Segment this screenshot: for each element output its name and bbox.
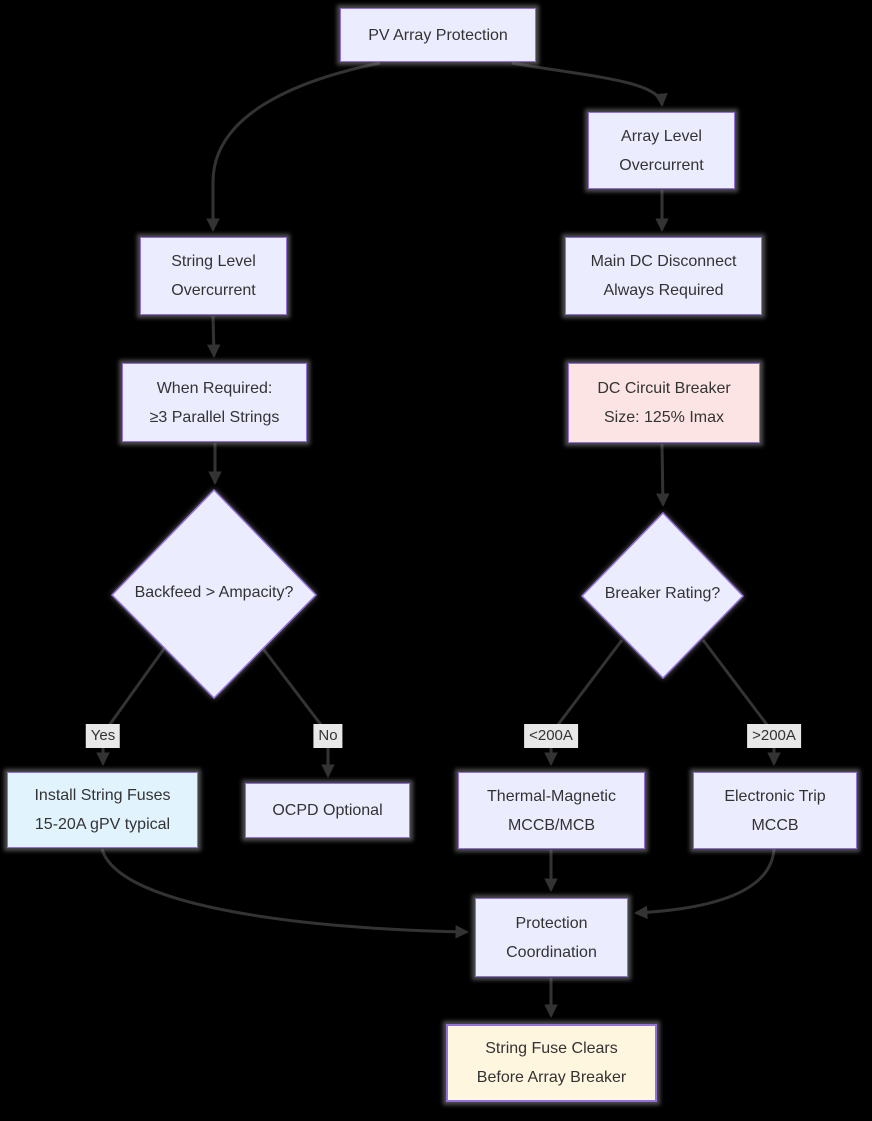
edge-label-no: No (313, 724, 343, 748)
node-dc-circuit-breaker: DC Circuit Breaker Size: 125% Imax (568, 363, 760, 443)
node-label-line2: ≥3 Parallel Strings (149, 408, 280, 426)
edge-backfeed-no-to-ocpd (259, 645, 335, 779)
edge-label-over-200a: >200A (747, 724, 801, 748)
node-label-line2: Size: 125% Imax (603, 409, 725, 426)
node-thermal-magnetic-mccb: Thermal-Magnetic MCCB/MCB (458, 772, 645, 849)
node-label-line1: String Fuse Clears (485, 1040, 618, 1057)
node-array-level-overcurrent: Array Level Overcurrent (588, 112, 735, 189)
node-main-dc-disconnect: Main DC Disconnect Always Required (565, 237, 762, 315)
node-label-line2: Overcurrent (619, 156, 704, 174)
node-electronic-trip-mccb: Electronic Trip MCCB (693, 772, 857, 849)
node-ocpd-optional: OCPD Optional (245, 783, 410, 838)
node-label-line2: 15-20A gPV typical (34, 816, 171, 833)
node-label-line2: MCCB (751, 816, 799, 834)
node-label-line1: Array Level (621, 127, 702, 145)
decision-text: Breaker Rating? (604, 585, 721, 602)
decision-backfeed-ampacity (110, 488, 318, 700)
edge-root-to-string-level (206, 61, 381, 233)
edge-electronic-to-coordination (633, 848, 776, 920)
node-label: OCPD Optional (272, 802, 383, 819)
node-label-line2: MCCB/MCB (507, 816, 596, 834)
node-when-required-parallel-strings: When Required: ≥3 Parallel Strings (122, 363, 307, 442)
node-label-line1: Electronic Trip (724, 787, 826, 805)
node-label-line1: String Level (171, 253, 256, 270)
decision-breaker-rating (580, 511, 745, 680)
node-label-line2: Always Required (603, 282, 724, 299)
node-label-line1: Main DC Disconnect (590, 253, 737, 270)
edge-string-level-to-when-required (206, 315, 221, 359)
node-label-line1: When Required: (156, 379, 273, 397)
node-label-line2: Coordination (506, 943, 597, 961)
node-label-line2: Overcurrent (171, 282, 256, 299)
node-label-line1: DC Circuit Breaker (597, 380, 731, 397)
edge-label-under-200a: <200A (524, 724, 578, 748)
node-pv-array-protection: PV Array Protection (340, 8, 536, 62)
decision-text: Backfeed > Ampacity? (134, 584, 294, 601)
node-string-fuse-clears-first: String Fuse Clears Before Array Breaker (446, 1024, 657, 1102)
node-string-level-overcurrent: String Level Overcurrent (140, 237, 287, 315)
decision-label-breaker-rating: Breaker Rating? (572, 585, 753, 603)
node-label-line1: Protection (515, 914, 588, 932)
edge-label-yes: Yes (85, 724, 121, 748)
edge-dc-breaker-to-breaker-decision (656, 443, 670, 508)
node-label: PV Array Protection (368, 26, 508, 44)
node-label-line1: Install String Fuses (34, 787, 171, 804)
node-protection-coordination: Protection Coordination (475, 898, 628, 977)
edge-install-fuses-to-coordination (100, 848, 470, 939)
node-label-line2: Before Array Breaker (476, 1069, 627, 1086)
node-label-line1: Thermal-Magnetic (487, 787, 616, 805)
edge-root-to-array-level (511, 61, 668, 108)
decision-label-backfeed-ampacity: Backfeed > Ampacity? (114, 584, 314, 602)
node-install-string-fuses: Install String Fuses 15-20A gPV typical (7, 772, 198, 848)
